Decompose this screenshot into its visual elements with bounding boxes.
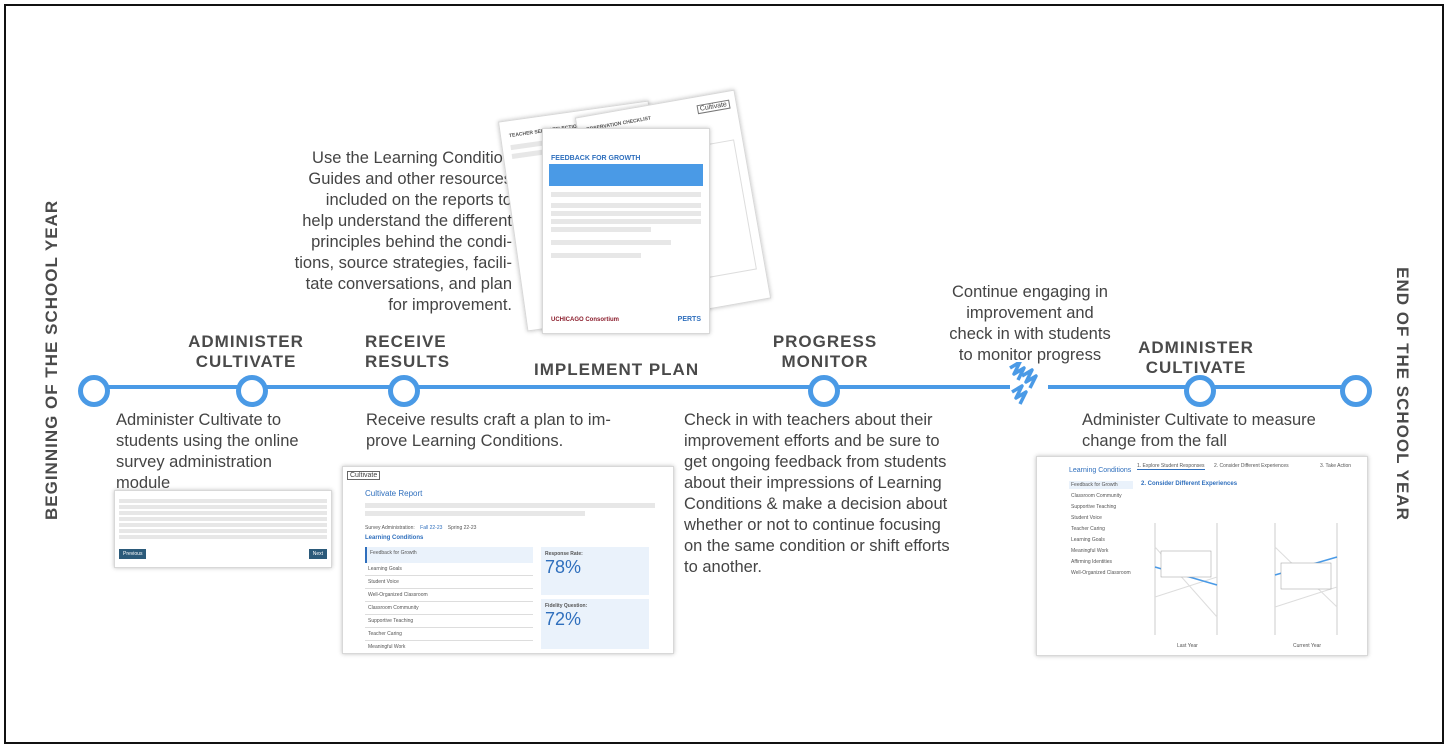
- compare-sidebar: Feedback for Growth Classroom Community …: [1069, 481, 1133, 580]
- report-title: Cultivate Report: [365, 489, 423, 498]
- sidebar-item[interactable]: Well-Organized Classroom: [1071, 570, 1131, 576]
- sidebar-item[interactable]: Learning Goals: [1071, 537, 1105, 543]
- guide-page: FEEDBACK FOR GROWTH UCHICAGO Consortium …: [542, 128, 710, 334]
- fidelity-card: Fidelity Question: 72%: [541, 599, 649, 649]
- report-screenshot: Cultivate Cultivate Report Survey Admini…: [342, 466, 674, 654]
- condition-row[interactable]: Well-Organized Classroom: [365, 589, 533, 602]
- condition-row[interactable]: Teacher Caring: [365, 628, 533, 641]
- timeline-line: [100, 385, 1010, 389]
- guide-heading: FEEDBACK FOR GROWTH: [551, 155, 641, 162]
- condition-row[interactable]: Student Voice: [365, 576, 533, 589]
- start-label: BEGINNING OF THE SCHOOL YEAR: [42, 199, 61, 520]
- report-section: Learning Conditions: [365, 535, 424, 541]
- timeline-node-start: [78, 375, 110, 407]
- sidebar-item[interactable]: Student Voice: [1071, 515, 1102, 521]
- sidebar-item[interactable]: Classroom Community: [1071, 493, 1122, 499]
- compare-heading: 2. Consider Different Experiences: [1141, 481, 1238, 487]
- condition-row[interactable]: Learning Goals: [365, 563, 533, 576]
- sidebar-item[interactable]: Supportive Teaching: [1071, 504, 1117, 510]
- sidebar-item[interactable]: Feedback for Growth: [1069, 481, 1133, 489]
- condition-list: Feedback for Growth Learning Goals Stude…: [365, 547, 533, 653]
- sidebar-item[interactable]: Teacher Caring: [1071, 526, 1105, 532]
- timeline-node-progress: [808, 375, 840, 407]
- timeline-node-administer: [236, 375, 268, 407]
- response-rate-card: Response Rate: 78%: [541, 547, 649, 595]
- condition-row[interactable]: Supportive Teaching: [365, 615, 533, 628]
- end-label: END OF THE SCHOOL YEAR: [1393, 267, 1412, 521]
- sidebar-item[interactable]: Affirming Identities: [1071, 559, 1113, 565]
- slope-chart: [1154, 523, 1338, 635]
- footer-current-year: Current Year: [1293, 643, 1322, 649]
- condition-row[interactable]: Feedback for Growth: [365, 547, 533, 563]
- stage-implement: IMPLEMENT PLAN: [534, 360, 700, 379]
- perts-logo: PERTS: [677, 316, 701, 323]
- sidebar-item[interactable]: Meaningful Work: [1071, 548, 1109, 554]
- compare-section: Learning Conditions: [1069, 467, 1132, 474]
- next-button[interactable]: Next: [308, 549, 327, 559]
- guide-documents: TEACHER SELF-REFLECTION OBSERVATION CHEC…: [497, 89, 772, 334]
- compare-screenshot: Learning Conditions 1. Explore Student R…: [1036, 456, 1368, 656]
- timeline-node-receive: [388, 375, 420, 407]
- footer-last-year: Last Year: [1177, 643, 1198, 649]
- condition-row[interactable]: Meaningful Work: [365, 641, 533, 653]
- survey-screenshot: Previous Next: [114, 490, 332, 568]
- consortium-logo: UCHICAGO Consortium: [551, 317, 619, 323]
- timeline-node-administer-2: [1184, 375, 1216, 407]
- timeline-node-end: [1340, 375, 1372, 407]
- condition-row[interactable]: Classroom Community: [365, 602, 533, 615]
- previous-button[interactable]: Previous: [119, 549, 147, 559]
- frame: [4, 4, 1444, 744]
- report-brand: Cultivate: [347, 471, 381, 480]
- timeline-break-icon: [1009, 362, 1038, 405]
- receive-description: Receive results craft a plan to im-prove…: [366, 411, 611, 450]
